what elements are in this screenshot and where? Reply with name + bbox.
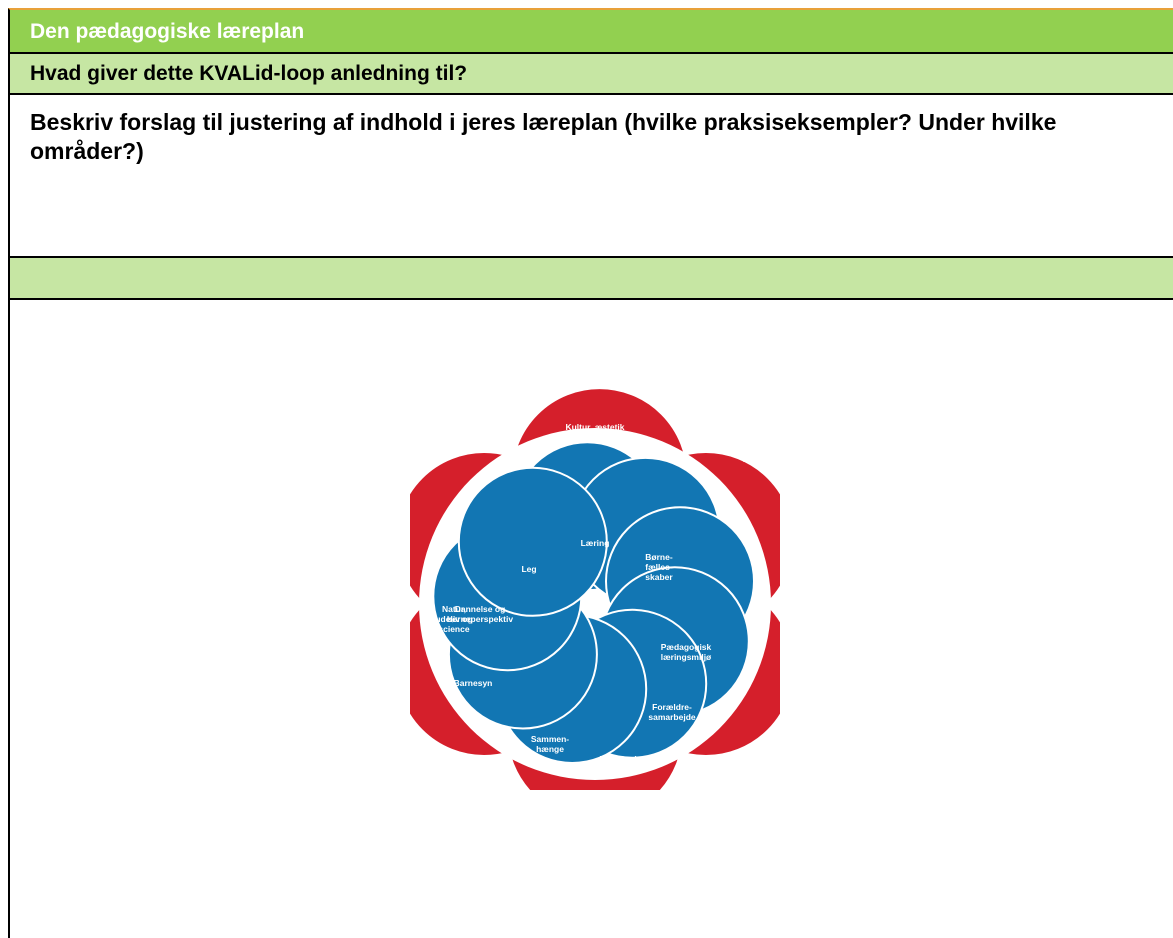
answer-row[interactable] (8, 258, 1173, 300)
diagram-label: Læring (581, 538, 610, 548)
document-table: Den pædagogiske læreplan Hvad giver dett… (8, 8, 1173, 938)
diagram-label: Leg (521, 564, 536, 574)
page-title: Den pædagogiske læreplan (30, 20, 305, 43)
title-row: Den pædagogiske læreplan (8, 8, 1173, 54)
question-heading: Hvad giver dette KVALid-loop anledning t… (30, 62, 468, 85)
instruction-text: Beskriv forslag til justering af indhold… (30, 109, 1057, 164)
diagram-label: Børne-fælles-skaber (645, 552, 673, 582)
instruction-row: Beskriv forslag til justering af indhold… (8, 95, 1173, 258)
diagram-label: Barnesyn (454, 678, 493, 688)
inner-ring (432, 441, 755, 764)
center-dot (590, 599, 600, 609)
question-row: Hvad giver dette KVALid-loop anledning t… (8, 54, 1173, 95)
diagram-label: Forældre-samarbejde (648, 702, 696, 722)
inner-petal (457, 466, 608, 617)
diagram-label: Sammen-hænge (531, 734, 569, 754)
